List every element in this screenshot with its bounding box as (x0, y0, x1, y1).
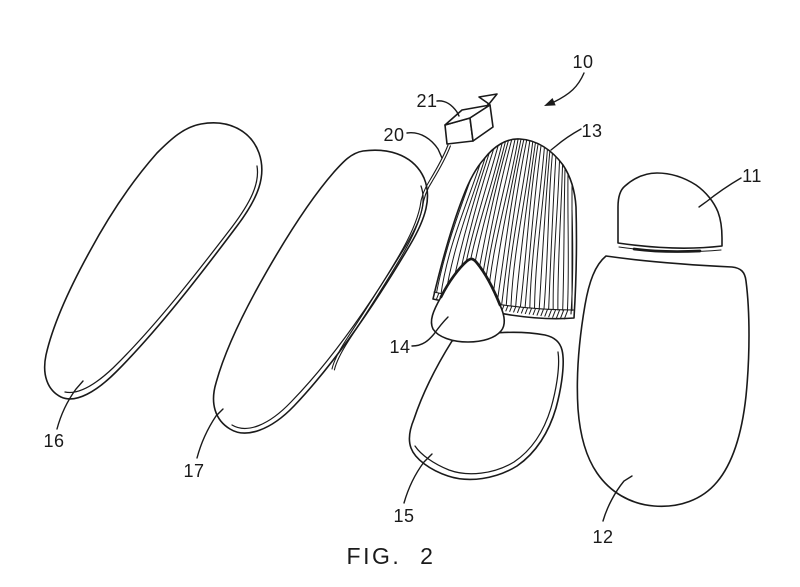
module-box-side (469, 104, 494, 142)
part-15-heel-panel (408, 331, 564, 481)
leader-21 (436, 100, 460, 117)
part-16-outline (43, 122, 263, 400)
part-14-shaded-edge (439, 257, 502, 307)
part-16-edge-thickness (64, 165, 259, 394)
leader-12 (602, 475, 633, 522)
antenna-icon (478, 93, 498, 105)
part-21-electronics-module (444, 93, 498, 145)
leader-13 (550, 128, 582, 151)
part-11-base-shading (632, 247, 702, 253)
leader-17 (196, 408, 224, 459)
leader-10 (553, 72, 585, 103)
figure-caption: FIG. 2 (347, 543, 436, 569)
ref-num-21: 21 (416, 91, 437, 111)
part-13-right-edge-inner (570, 209, 574, 315)
leader-16 (56, 380, 84, 430)
ref-num-14: 14 (389, 337, 410, 357)
wire-line-a (331, 144, 449, 370)
ref-num-20: 20 (383, 125, 404, 145)
leader-15 (403, 453, 433, 504)
arrowhead-10 (544, 98, 556, 106)
leader-20 (406, 132, 443, 159)
wire-line-b (333, 145, 451, 371)
leader-lines (56, 72, 742, 522)
ref-num-10: 10 (572, 52, 593, 72)
reference-numerals: 10 21 20 13 11 14 16 17 15 12 (43, 52, 761, 547)
ref-num-16: 16 (43, 431, 64, 451)
part-12-outline (576, 255, 750, 508)
leader-11 (698, 177, 742, 208)
part-11-collar (617, 172, 723, 253)
part-12-bootie (576, 255, 750, 508)
part-14-pod (430, 257, 506, 343)
ref-num-13: 13 (581, 121, 602, 141)
part-20-wire (331, 144, 451, 371)
part-15-outline (408, 331, 564, 481)
ref-num-11: 11 (742, 166, 762, 186)
part-17-outline (212, 149, 429, 434)
ref-num-17: 17 (183, 461, 204, 481)
ref-num-12: 12 (592, 527, 613, 547)
ref-num-15: 15 (393, 506, 414, 526)
leader-14 (411, 316, 449, 347)
part-15-edge-thickness (414, 351, 560, 475)
part-16-insole-layer (43, 122, 263, 400)
part-11-outline (617, 172, 723, 249)
